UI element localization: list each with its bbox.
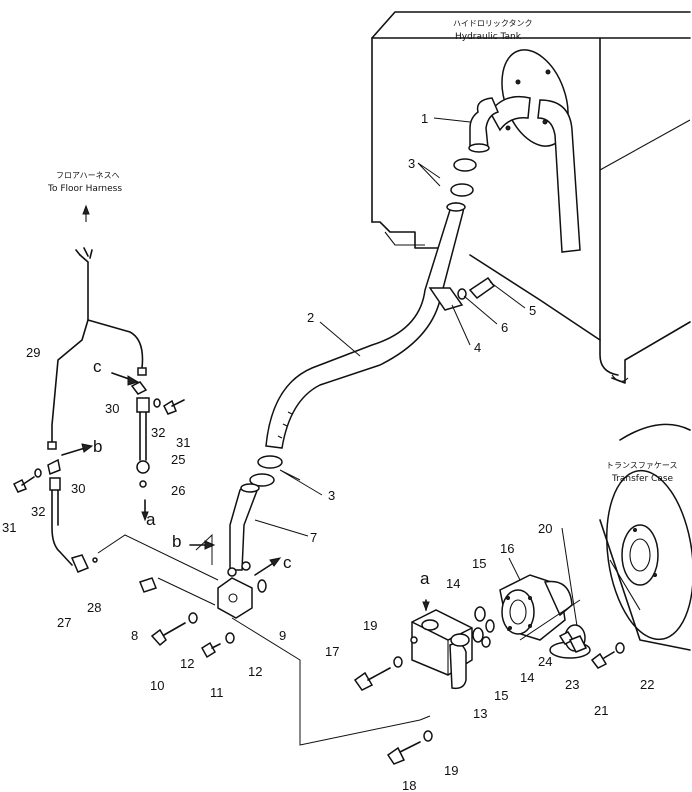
hose-clamps-top — [450, 158, 477, 197]
ref-a-top: a — [420, 569, 430, 588]
callout-25: 25 — [171, 452, 185, 467]
hose-clamps-lower — [249, 455, 283, 487]
callout-15-bottom: 15 — [494, 688, 508, 703]
connection-lines — [97, 533, 431, 746]
callout-2: 2 — [307, 310, 314, 325]
callout-27: 27 — [57, 615, 71, 630]
floor-caption-jp: フロアハーネスへ — [56, 171, 120, 180]
valve-block-small — [217, 561, 267, 619]
callout-13: 13 — [473, 706, 487, 721]
callout-28: 28 — [87, 600, 101, 615]
fasteners-right — [386, 599, 625, 765]
tank-flange — [489, 49, 581, 253]
ref-c-top: c — [93, 357, 102, 376]
gear-pump — [499, 574, 573, 641]
callout-16: 16 — [500, 541, 514, 556]
tank-caption-en: Hydraulic Tank — [455, 32, 522, 42]
reference-letters: a a b b c c — [93, 357, 430, 588]
callout-29: 29 — [26, 345, 40, 360]
arrows — [61, 372, 282, 576]
callout-15-top: 15 — [472, 556, 486, 571]
callout-4: 4 — [474, 340, 481, 355]
ref-a-bottom: a — [146, 510, 156, 529]
transfer-caption-jp: トランスファケース — [606, 461, 677, 470]
o-rings — [472, 606, 495, 648]
transfer-case — [549, 423, 692, 659]
callout-32-bottom: 32 — [31, 504, 45, 519]
callout-3-lower: 3 — [328, 488, 335, 503]
floor-caption-en: To Floor Harness — [47, 184, 122, 194]
callout-7: 7 — [310, 530, 317, 545]
elbow-fitting — [468, 97, 500, 153]
fasteners-left — [139, 577, 235, 659]
callout-3-top: 3 — [408, 156, 415, 171]
callout-12-left: 12 — [180, 656, 194, 671]
callout-18: 18 — [402, 778, 416, 792]
callout-5: 5 — [529, 303, 536, 318]
callout-31-bottom: 31 — [2, 520, 16, 535]
part-callouts: 1 2 3 3 4 5 6 7 8 9 10 11 12 12 13 14 14… — [2, 111, 654, 792]
tank-caption-jp: ハイドロリックタンク — [453, 19, 533, 28]
suction-tube — [229, 483, 260, 571]
callout-6: 6 — [501, 320, 508, 335]
callout-22: 22 — [640, 677, 654, 692]
transfer-caption-en: Transfer Case — [611, 474, 674, 484]
callout-26: 26 — [171, 483, 185, 498]
callout-17: 17 — [325, 644, 339, 659]
callout-8: 8 — [131, 628, 138, 643]
callout-14-bottom: 14 — [520, 670, 534, 685]
ref-b-top: b — [93, 437, 102, 456]
callout-19-bottom: 19 — [444, 763, 458, 778]
main-valve — [353, 599, 473, 691]
callout-19-top: 19 — [363, 618, 377, 633]
suction-hose — [265, 202, 466, 449]
callout-20: 20 — [538, 521, 552, 536]
callout-21: 21 — [594, 703, 608, 718]
callout-23: 23 — [565, 677, 579, 692]
callout-14-top: 14 — [446, 576, 460, 591]
callout-31-top: 31 — [176, 435, 190, 450]
callout-11: 11 — [210, 685, 224, 700]
callout-10: 10 — [150, 678, 164, 693]
wire-harness — [47, 204, 147, 450]
ref-b-bottom: b — [172, 532, 181, 551]
callout-30-bottom: 30 — [71, 481, 85, 496]
hose-bracket — [428, 276, 496, 311]
callout-9: 9 — [279, 628, 286, 643]
captions: ハイドロリックタンク Hydraulic Tank フロアハーネスへ To Fl… — [47, 19, 677, 484]
pressure-switch-right — [130, 381, 185, 488]
ref-c-bottom: c — [283, 553, 292, 572]
callout-30-top: 30 — [105, 401, 119, 416]
callout-24: 24 — [538, 654, 552, 669]
pressure-switch-left — [12, 458, 98, 573]
callout-1: 1 — [421, 111, 428, 126]
callout-32-top: 32 — [151, 425, 165, 440]
hydraulic-tank — [371, 11, 691, 384]
callout-12-right: 12 — [248, 664, 262, 679]
callout-leaders — [254, 117, 578, 627]
